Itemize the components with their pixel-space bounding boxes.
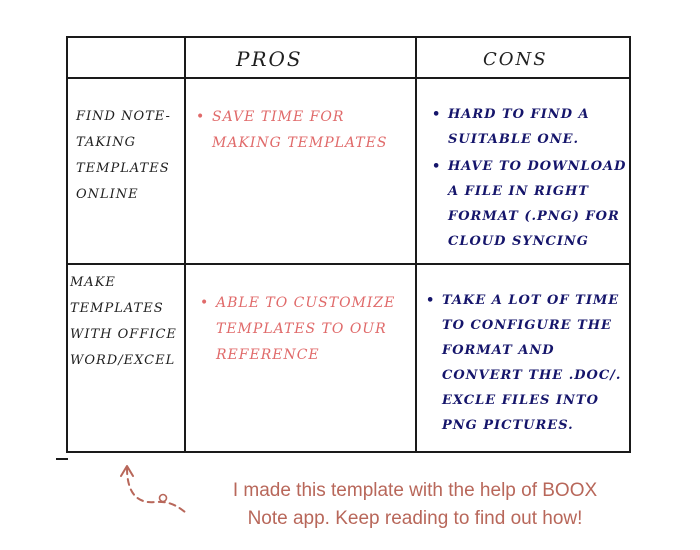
list-item: TAKE A LOT OF TIME TO CONFIGURE THE FORM… (426, 288, 628, 438)
list-item: SAVE TIME FOR MAKING TEMPLATES (196, 104, 411, 156)
caption-line-1: I made this template with the help of BO… (232, 480, 598, 501)
table-left-border (66, 36, 68, 453)
list-item: HARD TO FIND A SUITABLE ONE. (432, 102, 628, 152)
row1-cons-cell: HARD TO FIND A SUITABLE ONE. HAVE TO DOW… (432, 102, 628, 256)
pros-header: PROS (236, 47, 303, 71)
list-item: ABLE TO CUSTOMIZE TEMPLATES TO OUR REFER… (200, 290, 410, 368)
column-divider-1 (184, 36, 186, 453)
row1-pros-cell: SAVE TIME FOR MAKING TEMPLATES (196, 104, 411, 158)
row-label-make-templates: MAKE TEMPLATES WITH OFFICE WORD/EXCEL (70, 275, 177, 368)
header-row-divider (67, 77, 630, 79)
cons-header: CONS (483, 49, 548, 70)
row2-cons-cell: TAKE A LOT OF TIME TO CONFIGURE THE FORM… (426, 288, 628, 440)
caption: I made this template with the help of BO… (180, 477, 650, 533)
table-top-border (67, 36, 630, 38)
row-divider (67, 263, 630, 265)
caption-line-2: Note app. Keep reading to find out how! (247, 508, 583, 529)
table-bottom-border (67, 451, 630, 453)
list-item: HAVE TO DOWNLOAD A FILE IN RIGHT FORMAT … (432, 154, 628, 254)
table-right-border (629, 36, 631, 453)
curved-dashed-arrow-icon (120, 465, 186, 513)
column-divider-2 (415, 36, 417, 453)
row-label-find-templates: FIND NOTE- TAKING TEMPLATES ONLINE (76, 109, 171, 202)
row2-pros-cell: ABLE TO CUSTOMIZE TEMPLATES TO OUR REFER… (200, 290, 410, 370)
pen-stroke (56, 458, 68, 460)
